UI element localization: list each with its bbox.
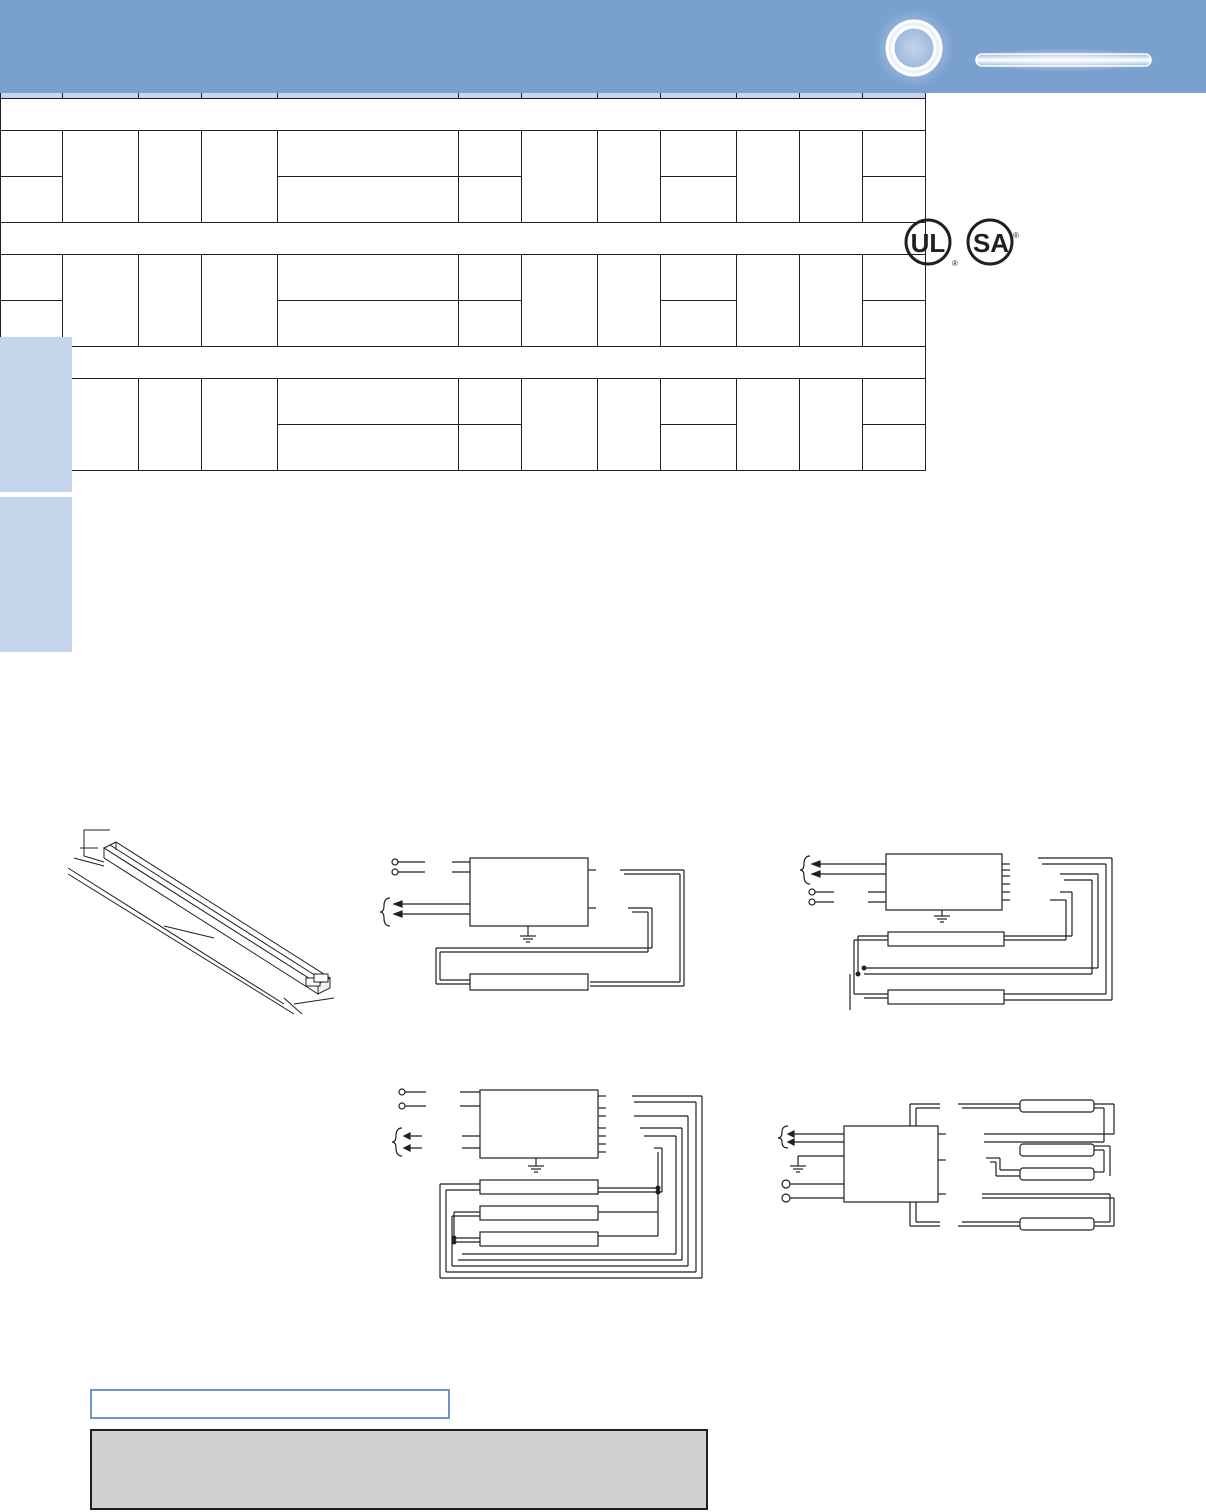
lamp-tube	[1019, 1099, 1095, 1113]
lamp-tube	[1019, 1217, 1095, 1231]
lamp-tube	[887, 989, 1005, 1005]
lamp-tube	[479, 1205, 599, 1221]
one-lamp-wiring-diagram	[380, 857, 685, 991]
four-lamp-wiring-diagram	[777, 1099, 1115, 1231]
header-band	[0, 0, 1206, 93]
table-cell	[736, 254, 800, 347]
table-cell	[277, 254, 459, 301]
linear-fluorescent-tube-icon	[968, 48, 1158, 72]
note-heading-box	[90, 1389, 450, 1419]
note-content-box	[90, 1429, 708, 1510]
ul-mark-text: UL	[911, 228, 946, 258]
table-cell	[660, 378, 737, 425]
table-cell	[458, 300, 522, 347]
junction-dot	[855, 971, 861, 977]
lamp-tube	[469, 973, 589, 991]
junction-dot	[655, 1185, 661, 1191]
certification-marks: UL ® SA ®	[904, 218, 1019, 268]
table-cell	[0, 254, 63, 301]
table-section-row	[0, 222, 926, 255]
junction-dot	[655, 1189, 661, 1195]
table-cell	[62, 130, 139, 223]
table-cell	[799, 378, 863, 471]
table-cell	[736, 378, 800, 471]
table-row	[0, 130, 926, 223]
junction-dot	[451, 1235, 457, 1241]
table-cell	[458, 176, 522, 223]
lamp-graphic	[874, 8, 1158, 88]
table-row	[0, 378, 926, 471]
junction-dot	[861, 965, 867, 971]
table-cell	[660, 130, 737, 177]
table-section-title	[0, 222, 926, 255]
table-cell	[862, 176, 926, 223]
ballast-box	[479, 1089, 599, 1159]
table-row	[0, 254, 926, 347]
table-cell	[862, 300, 926, 347]
table-cell	[660, 254, 737, 301]
registered-symbol: ®	[952, 259, 958, 268]
ballast-box	[885, 853, 1003, 911]
table-cell	[62, 254, 139, 347]
table-cell	[0, 176, 63, 223]
table-cell	[597, 254, 661, 347]
table-cell	[862, 130, 926, 177]
table-cell	[277, 300, 459, 347]
table-cell	[458, 130, 522, 177]
three-lamp-wiring-diagram	[392, 1088, 703, 1279]
table-cell	[660, 176, 737, 223]
table-section-row	[0, 346, 926, 379]
table-cell	[138, 254, 202, 347]
table-row	[0, 176, 926, 223]
table-section-title	[0, 98, 926, 131]
table-cell	[277, 424, 459, 471]
ballast-box	[843, 1125, 939, 1203]
lamp-tube	[479, 1179, 599, 1195]
table-cell	[521, 378, 598, 471]
table-cell	[62, 378, 139, 471]
lamp-tube	[1019, 1167, 1095, 1181]
table-cell	[458, 424, 522, 471]
table-cell	[0, 130, 63, 177]
csa-mark: SA ®	[966, 218, 1019, 266]
lamp-tube	[887, 931, 1005, 947]
table-cell	[660, 300, 737, 347]
table-cell	[138, 378, 202, 471]
table-cell	[277, 176, 459, 223]
table-cell	[521, 254, 598, 347]
table-cell	[521, 130, 598, 223]
table-cell	[862, 424, 926, 471]
ballast-dimension-drawing	[67, 829, 335, 1015]
table-cell	[201, 254, 278, 347]
table-section-title	[0, 346, 926, 379]
circular-fluorescent-lamp-icon	[874, 8, 954, 88]
table-cell	[277, 378, 459, 425]
table-cell	[277, 130, 459, 177]
lamp-tube	[1019, 1143, 1095, 1157]
table-cell	[799, 254, 863, 347]
table-cell	[597, 130, 661, 223]
lamp-tube	[479, 1231, 599, 1247]
side-tab[interactable]	[0, 497, 72, 652]
table-cell	[862, 378, 926, 425]
table-cell	[201, 378, 278, 471]
table-cell	[799, 130, 863, 223]
registered-symbol: ®	[1013, 231, 1019, 240]
table-section-row	[0, 98, 926, 131]
ul-listed-mark: UL ®	[904, 218, 958, 268]
ballast-box	[469, 857, 589, 927]
junction-dot	[451, 1239, 457, 1245]
side-tab[interactable]	[0, 337, 72, 492]
table-cell	[138, 130, 202, 223]
table-cell	[597, 378, 661, 471]
table-cell	[736, 130, 800, 223]
two-lamp-wiring-diagram	[799, 853, 1113, 1010]
table-cell	[660, 424, 737, 471]
csa-mark-text: SA	[973, 228, 1009, 258]
table-cell	[458, 254, 522, 301]
table-cell	[201, 130, 278, 223]
table-cell	[458, 378, 522, 425]
